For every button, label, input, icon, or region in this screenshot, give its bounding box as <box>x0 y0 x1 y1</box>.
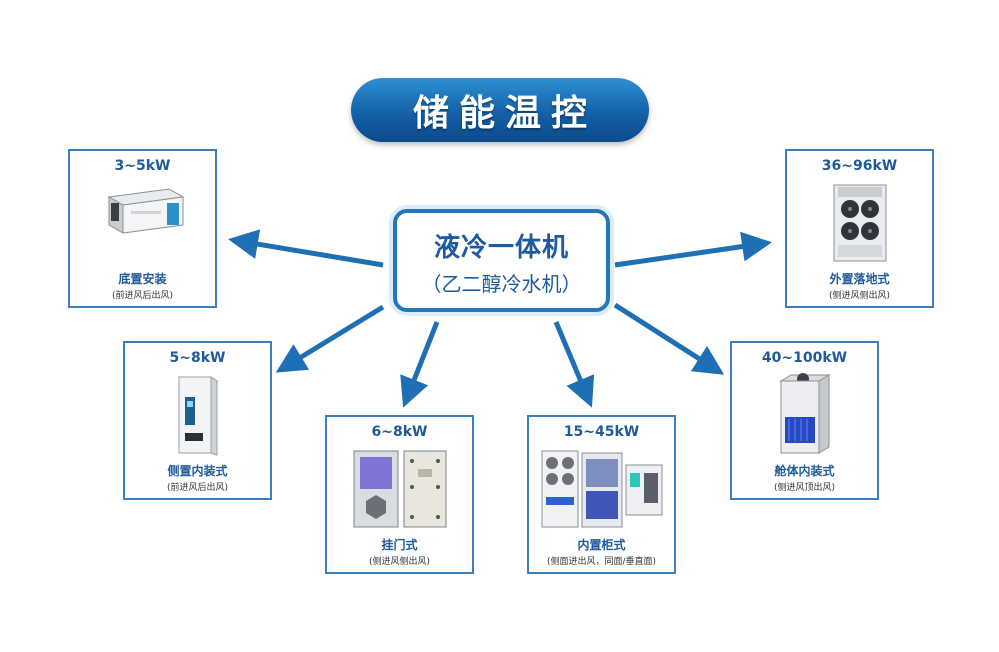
card-side-internal: 5~8kW 侧置内装式 (前进风后出风) <box>123 341 272 500</box>
card-power: 3~5kW <box>114 158 171 174</box>
card-power: 40~100kW <box>761 350 848 366</box>
title-banner: 储能温控 <box>351 78 649 142</box>
arrow-to-door-mount <box>400 321 440 408</box>
card-note: (前进风后出风) <box>166 483 229 493</box>
arrow-to-cabinet-internal <box>553 321 595 408</box>
arrow-to-side-internal <box>275 304 385 373</box>
card-power: 5~8kW <box>169 350 226 366</box>
card-note: (前进风后出风) <box>111 291 174 301</box>
bottom-mount-unit-image <box>70 181 215 245</box>
card-bottom-mount: 3~5kW 底置安装 (前进风后出风) <box>68 149 217 308</box>
card-name: 内置柜式 <box>577 538 626 552</box>
arrow-to-cabin-internal <box>613 302 725 375</box>
card-outdoor-floor: 36~96kW 外置落地式 (侧进风侧出风) <box>785 149 934 308</box>
card-name: 侧置内装式 <box>167 464 228 478</box>
side-internal-unit-image <box>125 373 270 457</box>
card-cabinet-internal: 15~45kW 内置柜式 (侧面进出风，同面/垂直面) <box>527 415 676 574</box>
card-door-mount: 6~8kW 挂门式 (侧进风侧出风) <box>325 415 474 574</box>
center-title: 液冷一体机 <box>433 233 569 263</box>
card-power: 6~8kW <box>371 424 428 440</box>
card-name: 舱体内装式 <box>774 464 835 478</box>
arrow-to-bottom-mount <box>228 229 384 268</box>
card-note: (侧面进出风，同面/垂直面) <box>546 557 657 567</box>
arrow-to-outdoor-floor <box>614 231 772 268</box>
card-note: (侧进风侧出风) <box>368 557 431 567</box>
center-unit-box: 液冷一体机 （乙二醇冷水机） <box>393 209 610 312</box>
card-name: 底置安装 <box>118 272 167 286</box>
door-mount-unit-image <box>327 447 472 533</box>
card-name: 挂门式 <box>381 538 418 552</box>
cabin-internal-unit-image <box>732 373 877 457</box>
card-note: (侧进风顶出风) <box>773 483 836 493</box>
card-note: (侧进风侧出风) <box>828 291 891 301</box>
card-power: 36~96kW <box>821 158 898 174</box>
cabinet-internal-unit-image <box>529 447 674 533</box>
outdoor-floor-unit-image <box>787 181 932 265</box>
center-subtitle: （乙二醇冷水机） <box>421 272 582 296</box>
card-cabin-internal: 40~100kW 舱体内装式 (侧进风顶出风) <box>730 341 879 500</box>
card-power: 15~45kW <box>563 424 640 440</box>
card-name: 外置落地式 <box>829 272 890 286</box>
banner-title: 储能温控 <box>412 93 597 134</box>
